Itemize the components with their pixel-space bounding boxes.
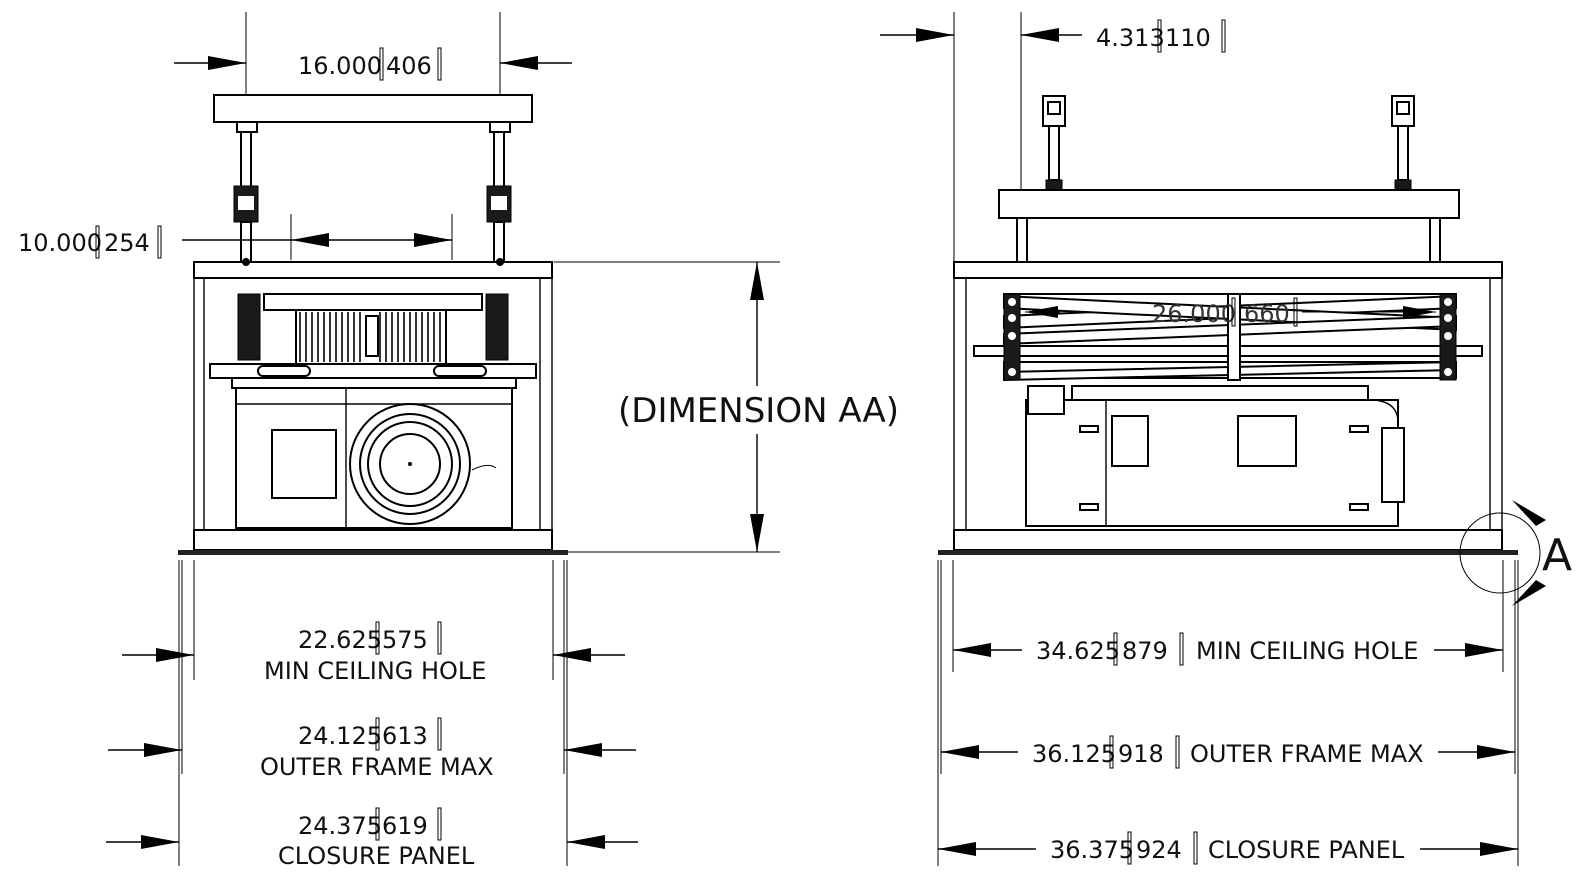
front-lift-mechanism [209,293,537,389]
side-min-hole-value: 34.625 [1036,637,1120,665]
side-outer-frame-label: OUTER FRAME MAX [1190,740,1424,768]
side-bottom-extension-lines [937,560,1519,866]
side-closure-mm: 924 [1136,836,1182,864]
offset-value: 4.313 [1096,24,1165,52]
front-outer-frame-label: OUTER FRAME MAX [260,753,494,781]
side-top-plate-assembly [998,95,1460,263]
side-min-hole-label: MIN CEILING HOLE [1196,637,1418,665]
side-closure-label: CLOSURE PANEL [1208,836,1405,864]
front-outer-frame-value: 24.125 [298,722,382,750]
front-frame [178,258,568,555]
front-projector [235,387,513,529]
front-min-hole-value: 22.625 [298,626,382,654]
mount-spacing-dimension: 10.000 254 [18,214,453,260]
front-view: 16.000 406 10.000 [18,12,899,870]
mount-spacing-value: 10.000 [18,229,102,257]
front-min-hole-mm: 575 [382,626,428,654]
front-closure-value: 24.375 [298,812,382,840]
top-plate-width-value: 16.000 [298,52,382,80]
front-min-hole-label: MIN CEILING HOLE [264,657,486,685]
svg-text:16.000: 16.000 [298,52,382,80]
side-outer-frame-value: 36.125 [1032,740,1116,768]
front-closure-dimension: 24.375 619 CLOSURE PANEL [106,807,638,870]
top-plate-width-dimension: 16.000 406 [174,12,572,96]
front-outer-frame-mm: 613 [382,722,428,750]
side-min-hole-dimension: 34.625 879 MIN CEILING HOLE [953,632,1503,666]
side-outer-frame-mm: 918 [1118,740,1164,768]
side-projector [1025,385,1405,527]
scissor-span-mm: 660 [1244,300,1290,328]
height-dimension: (DIMENSION AA) [554,261,899,553]
front-min-hole-dimension: 22.625 575 MIN CEILING HOLE [122,621,625,685]
side-min-hole-mm: 879 [1122,637,1168,665]
offset-mm: 110 [1165,24,1211,52]
front-closure-mm: 619 [382,812,428,840]
side-closure-value: 36.375 [1050,836,1134,864]
mount-spacing-mm: 254 [104,229,150,257]
side-view: 4.313 110 [880,12,1572,866]
side-scissor-lift: 26.000 660 [1003,293,1457,382]
front-bottom-extension-lines [178,560,568,866]
height-dimension-label: (DIMENSION AA) [618,391,899,431]
front-outer-frame-dimension: 24.125 613 OUTER FRAME MAX [108,717,636,781]
front-closure-label: CLOSURE PANEL [278,842,475,870]
side-closure-dimension: 36.375 924 CLOSURE PANEL [938,831,1518,865]
side-outer-frame-dimension: 36.125 918 OUTER FRAME MAX [941,735,1515,769]
detail-a-label: A [1542,530,1572,581]
scissor-span-value: 26.000 [1152,300,1236,328]
offset-dimension: 4.313 110 [880,12,1226,262]
top-plate-width-mm: 406 [386,52,432,80]
front-top-plate-assembly [213,94,533,263]
detail-a-callout: A [1459,500,1572,606]
